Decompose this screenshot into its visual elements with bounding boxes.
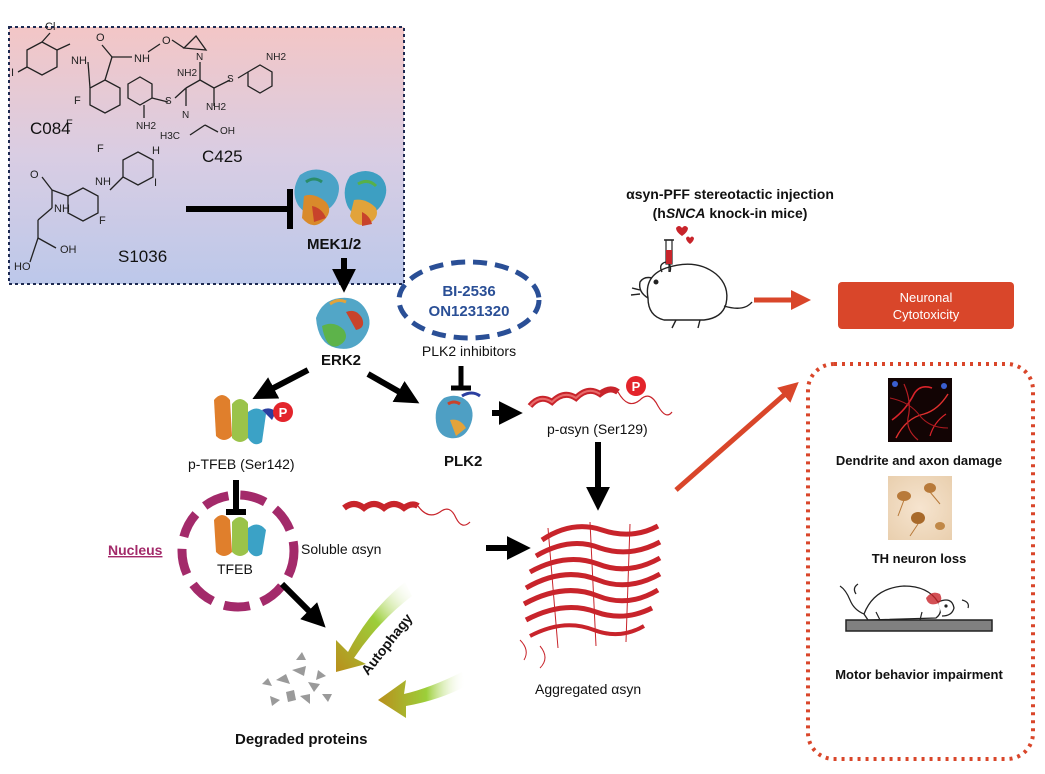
nucleus-label: Nucleus	[108, 542, 163, 558]
plk2-inhibitor-bar	[451, 366, 471, 391]
c425-structure	[127, 62, 273, 136]
atom-nh2: NH2	[206, 102, 226, 113]
protein-label-erk: ERK2	[321, 352, 361, 369]
ptfeb-blocks-nuclear-entry	[226, 480, 246, 515]
protein-label-pasyn: p-αsyn (Ser129)	[547, 421, 648, 437]
erk-protein-structure	[316, 297, 370, 349]
outcome-motor-label: Motor behavior impairment	[835, 667, 1003, 682]
compound-panel: Cl I NH O NH O F F C084 NH2 N S S	[8, 21, 405, 285]
atom-oh: OH	[220, 126, 235, 137]
arrow-erk-to-ptfeb	[252, 367, 310, 399]
atom-h3c: H3C	[160, 131, 180, 142]
aggregated-asyn-fibril	[519, 521, 662, 669]
injection-title: αsyn-PFF stereotactic injection	[626, 186, 834, 202]
inhibitor-name-on1231320: ON1231320	[429, 303, 510, 320]
injection-subtitle-post: knock-in mice)	[705, 205, 807, 221]
atom-i: I	[11, 67, 14, 79]
mek-protein-structure	[294, 169, 387, 226]
atom-o: O	[96, 32, 105, 44]
nucleus-boundary	[177, 490, 299, 612]
dendrite-image	[888, 378, 952, 442]
atom-n: N	[196, 52, 203, 63]
atom-nh2: NH2	[136, 121, 156, 132]
atom-f: F	[99, 215, 106, 227]
autophagy-label: Autophagy	[358, 610, 416, 678]
outcome-th-label: TH neuron loss	[872, 551, 967, 566]
tfeb-protein-structure	[214, 515, 266, 557]
atom-f: F	[97, 143, 104, 155]
pasyn-structure	[527, 386, 673, 416]
atom-nh2: NH2	[266, 52, 286, 63]
atom-h: H	[152, 145, 160, 157]
outcomes-panel	[806, 362, 1035, 761]
atom-s: S	[227, 74, 234, 85]
atom-cl: Cl	[45, 21, 55, 33]
phospho-badge-ptfeb-text: P	[279, 405, 288, 420]
outcome-dendrite-label: Dendrite and axon damage	[836, 453, 1002, 468]
atom-nh2: NH2	[177, 68, 197, 79]
atom-s: S	[165, 96, 172, 107]
protein-label-mek: MEK1/2	[307, 236, 361, 253]
atom-o: O	[162, 35, 171, 47]
plk2-inhibitor-ellipse	[396, 259, 542, 341]
compound-label-c425: C425	[202, 147, 243, 166]
autophagy-arrow-upper	[336, 582, 412, 672]
cytotoxicity-line1: Neuronal	[900, 290, 953, 305]
aggregated-asyn-label: Aggregated αsyn	[535, 681, 641, 697]
atom-nh: NH	[71, 55, 87, 67]
inhibitor-name-bi2536: BI-2536	[442, 283, 495, 300]
protein-label-tfeb: TFEB	[217, 561, 253, 577]
cytotoxicity-box	[838, 282, 1014, 329]
compound-label-s1036: S1036	[118, 247, 167, 266]
injection-subtitle-gene: SNCA	[666, 205, 706, 221]
protein-label-ptfeb: p-TFEB (Ser142)	[188, 456, 295, 472]
atom-o: O	[30, 169, 39, 181]
compound-inhibits-mek	[186, 189, 293, 229]
injection-subtitle-pre: (h	[653, 205, 666, 221]
c084-structure	[17, 32, 208, 114]
arrow-aggregate-to-outcomes	[674, 382, 799, 492]
protein-label-plk2: PLK2	[444, 453, 482, 470]
rotarod-mouse-image	[839, 583, 993, 632]
atom-ho: HO	[14, 261, 31, 273]
atom-nh: NH	[134, 53, 150, 65]
soluble-asyn-structure	[342, 501, 471, 526]
atom-f: F	[74, 95, 81, 107]
phospho-badge-ptfeb	[273, 402, 293, 422]
arrow-erk-to-plk2	[366, 371, 420, 404]
degraded-protein-fragments	[262, 652, 332, 706]
plk2-inhibitors-caption: PLK2 inhibitors	[422, 343, 516, 359]
phospho-badge-pasyn	[626, 376, 646, 396]
atom-n: N	[182, 110, 189, 121]
soluble-asyn-label: Soluble αsyn	[301, 541, 381, 557]
degraded-proteins-label: Degraded proteins	[235, 731, 368, 748]
ptfeb-protein-structure	[214, 395, 276, 445]
th-neuron-image	[888, 476, 952, 540]
atom-i: I	[154, 177, 157, 189]
autophagy-arrow-lower	[378, 672, 466, 718]
phospho-badge-pasyn-text: P	[632, 379, 641, 394]
atom-nh: NH	[54, 203, 70, 215]
s1036-structure	[29, 151, 154, 263]
heart-icon	[676, 226, 694, 244]
syringe-icon	[664, 239, 674, 272]
arrow-tfeb-to-autophagy	[279, 581, 326, 628]
atom-nh: NH	[95, 176, 111, 188]
compound-label-c084: C084	[30, 119, 71, 138]
atom-oh: OH	[60, 244, 77, 256]
plk2-protein-structure	[435, 391, 481, 439]
mouse-injection-illustration	[630, 261, 753, 329]
atom-f: F	[66, 118, 73, 130]
cytotoxicity-line2: Cytotoxicity	[893, 307, 960, 322]
injection-subtitle: (hSNCA knock-in mice)	[653, 205, 808, 221]
